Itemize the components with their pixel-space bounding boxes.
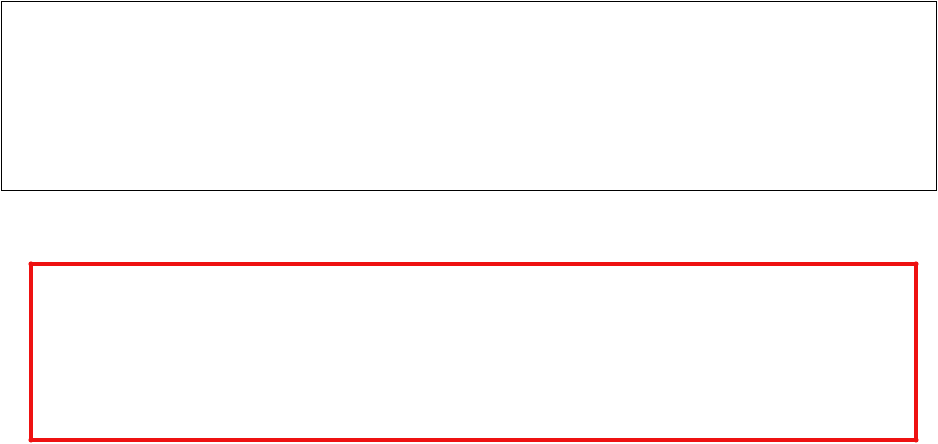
top-panel[interactable] (1, 1, 937, 191)
rectangle-corner-handle-top-right[interactable] (913, 261, 919, 267)
drawn-red-rectangle[interactable] (29, 262, 918, 442)
rectangle-corner-handle-bottom-left[interactable] (28, 437, 34, 443)
rectangle-corner-handle-top-left[interactable] (28, 261, 34, 267)
rectangle-corner-handle-bottom-right[interactable] (913, 437, 919, 443)
